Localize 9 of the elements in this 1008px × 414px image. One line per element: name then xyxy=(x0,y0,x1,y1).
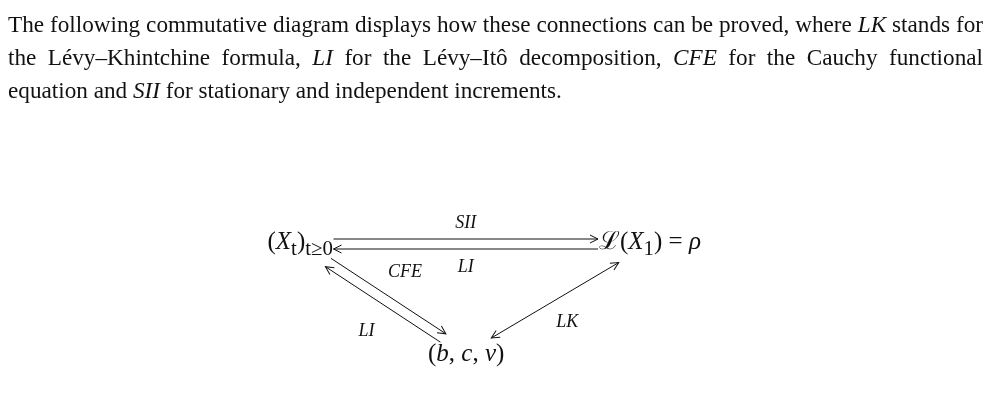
math-expression: (b, c, ν) xyxy=(425,336,508,370)
arrow xyxy=(333,234,599,244)
paragraph: The following commutative diagram displays how these connections can be proved, where LK stands for the Lévy–Khintchine formula, LI for the Lévy–Itô decomposition, CFE for the Cauchy functional equation and SII for stationary and independent increments. xyxy=(8,10,983,105)
math-expression: (X$_{t}$)$_{t≥0}$ xyxy=(264,223,336,265)
math-expression: ℒ(X$_{1}$) = ρ xyxy=(596,223,704,265)
arrow xyxy=(333,244,599,254)
arrow xyxy=(324,266,441,343)
arrow xyxy=(490,262,620,339)
arrow xyxy=(330,257,447,335)
